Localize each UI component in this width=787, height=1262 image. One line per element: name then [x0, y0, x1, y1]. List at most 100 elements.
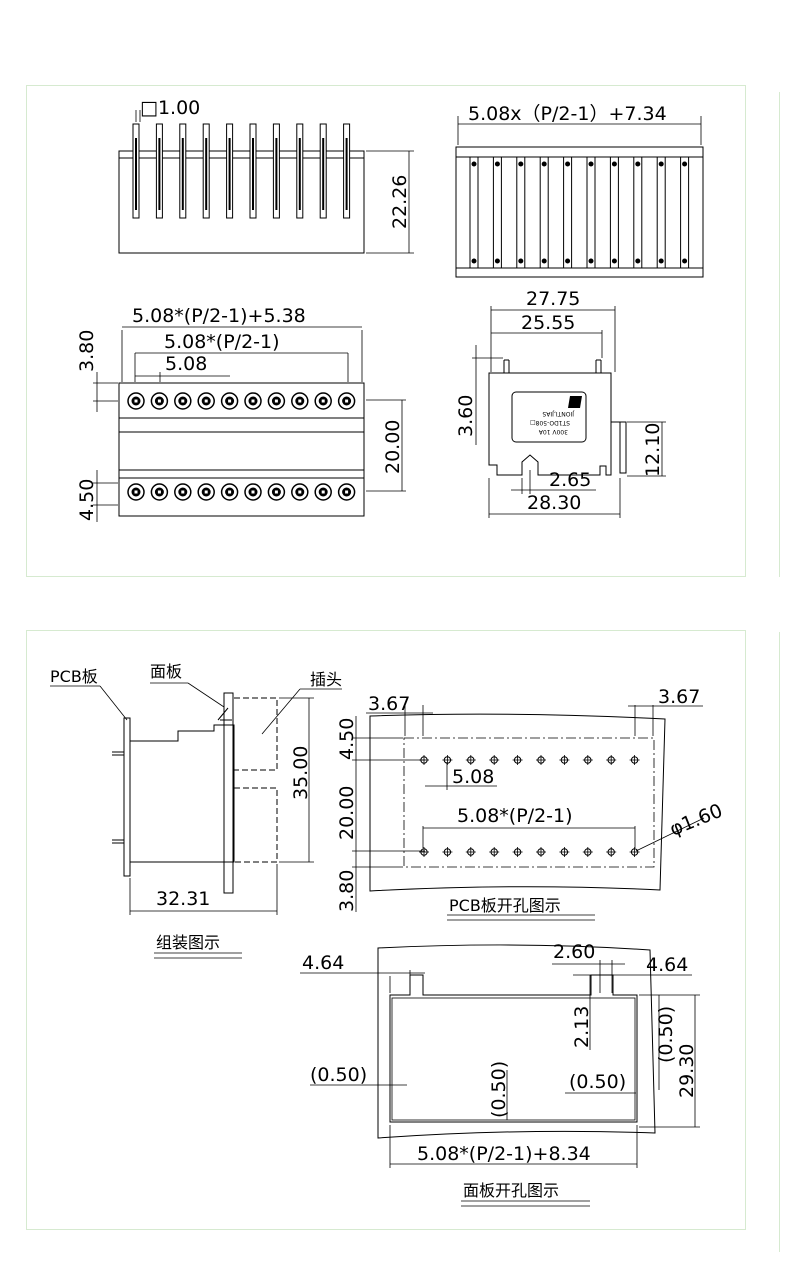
pin-dot-top [682, 161, 688, 167]
screw-terminal-bottom-slot [181, 490, 185, 494]
pin-square-dim: □1.00 [140, 97, 200, 119]
panel-4-64-right: 4.64 [646, 954, 688, 976]
dim-25-55: 25.55 [521, 312, 575, 334]
pin-dot-top [565, 161, 571, 167]
dim-3-80: 3.80 [76, 330, 98, 372]
panel-050-left: (0.50) [310, 1064, 367, 1086]
side-profile: 300V 10A ST1DO-508□ JIONTI,JIAS 27.75 25… [455, 288, 666, 518]
pin-dot-bottom [494, 258, 500, 264]
panel-29-30: 29.30 [676, 1044, 698, 1098]
pin-slot [586, 156, 596, 269]
panel-050-right-horizontal: (0.50) [569, 1071, 626, 1093]
panel-callout: 面板 [150, 662, 182, 681]
pcb-board-callout: PCB板 [50, 667, 98, 686]
pin-dot-top [658, 161, 664, 167]
dim-27-75: 27.75 [526, 288, 580, 310]
pin-dot-top [494, 161, 500, 167]
panel-caption: 面板开孔图示 [463, 1181, 559, 1200]
pin-dot-bottom [611, 258, 617, 264]
pin-dot-top [635, 161, 641, 167]
top-drawing-panel [26, 85, 746, 577]
pin-dot-bottom [682, 258, 688, 264]
screw-terminal-bottom-slot [228, 490, 232, 494]
pin-dot-bottom [635, 258, 641, 264]
pin-slot [492, 156, 502, 269]
dim-2-65: 2.65 [549, 469, 591, 491]
right-edge-panel-bottom [779, 632, 780, 1252]
pitch-dim: 5.08 [165, 353, 207, 375]
screw-terminal-top-slot [134, 399, 138, 403]
pin-dot-bottom [471, 258, 477, 264]
pin-slot [633, 156, 643, 269]
pcb-20-00: 20.00 [336, 786, 358, 840]
top-width-dim: 5.08x（P/2-1）+7.34 [468, 103, 667, 125]
screw-terminal-bottom-slot [321, 490, 325, 494]
height-dim-22-26: 22.26 [389, 175, 411, 229]
product-label: 300V 10A ST1DO-508□ JIONTI,JIAS [511, 391, 587, 443]
dim-32-31: 32.31 [156, 888, 210, 910]
pitch-span-dim: 5.08*(P/2-1) [164, 331, 280, 353]
dim-12-10: 12.10 [642, 423, 664, 477]
screw-terminal-bottom-slot [298, 490, 302, 494]
pcb-hole-diameter: φ1.60 [667, 800, 726, 841]
label-voltage: 300V 10A [538, 428, 568, 435]
pcb-3-67-right: 3.67 [658, 686, 700, 708]
panel-050-mid: (0.50) [488, 1061, 510, 1118]
screw-terminal-bottom-slot [345, 490, 349, 494]
pcb-caption: PCB板开孔图示 [449, 896, 561, 915]
panel-width-dim: 5.08*(P/2-1)+8.34 [417, 1143, 591, 1165]
pin-dot-top [541, 161, 547, 167]
assembly-view: PCB板 面板 插头 35.00 32.31 组装图示 [50, 662, 342, 959]
plan-view: 5.08*(P/2-1)+5.38 5.08*(P/2-1) 5.08 3.80… [76, 305, 406, 522]
pin-dot-bottom [588, 258, 594, 264]
panel-cutout: 4.64 2.60 4.64 2.13 29.30 (0.50) (0.50) … [300, 941, 700, 1207]
screw-terminal-top-slot [181, 399, 185, 403]
screw-terminal-bottom-slot [157, 490, 161, 494]
pin-slot [680, 156, 690, 269]
pin-dot-bottom [658, 258, 664, 264]
panel-050-right-vertical: (0.50) [655, 1006, 677, 1063]
label-brand: JIONTI,JIAS [542, 410, 575, 417]
screw-terminal-top-slot [204, 399, 208, 403]
dim-35-00: 35.00 [290, 746, 312, 800]
pin-dot-top [611, 161, 617, 167]
screw-terminal-top-slot [251, 399, 255, 403]
pin-dot-bottom [518, 258, 524, 264]
screw-terminal-top-slot [157, 399, 161, 403]
pin-slot [563, 156, 573, 269]
screw-terminal-top-slot [321, 399, 325, 403]
label-model: ST1DO-508□ [530, 419, 570, 426]
overall-width-dim: 5.08*(P/2-1)+5.38 [132, 305, 306, 327]
panel-4-64-left: 4.64 [302, 952, 344, 974]
bottom-drawing-panel [26, 630, 746, 1230]
plug-callout: 插头 [310, 670, 342, 689]
pin-slot [469, 156, 479, 269]
panel-2-60: 2.60 [553, 941, 595, 963]
pcb-3-80: 3.80 [336, 870, 358, 912]
assembly-caption: 组装图示 [156, 933, 220, 952]
screw-terminal-bottom-slot [134, 490, 138, 494]
pcb-3-67-left: 3.67 [368, 693, 410, 715]
pcb-hole-pattern: 3.67 3.67 4.50 20.00 3.80 5.08 5.08*(P/2… [336, 686, 726, 921]
pin-dot-top [518, 161, 524, 167]
pin-slot [609, 156, 619, 269]
pin-dot-top [588, 161, 594, 167]
pcb-pitch-5-08: 5.08 [452, 766, 494, 788]
front-view: □1.00 22.26 [118, 97, 414, 254]
dim-3-60: 3.60 [455, 395, 477, 437]
screw-terminal-top-slot [345, 399, 349, 403]
dim-4-50: 4.50 [76, 479, 98, 521]
dim-28-30: 28.30 [527, 492, 581, 514]
screw-terminal-bottom-slot [251, 490, 255, 494]
screw-terminal-top-slot [274, 399, 278, 403]
screw-terminal-bottom-slot [204, 490, 208, 494]
pin-dot-bottom [541, 258, 547, 264]
top-view-pins: 5.08x（P/2-1）+7.34 [455, 103, 704, 278]
screw-terminal-top-slot [298, 399, 302, 403]
pin-dot-bottom [565, 258, 571, 264]
pin-slot [656, 156, 666, 269]
pcb-4-50: 4.50 [336, 718, 358, 760]
pin-slot [539, 156, 549, 269]
pcb-span-dim: 5.08*(P/2-1) [457, 805, 573, 827]
